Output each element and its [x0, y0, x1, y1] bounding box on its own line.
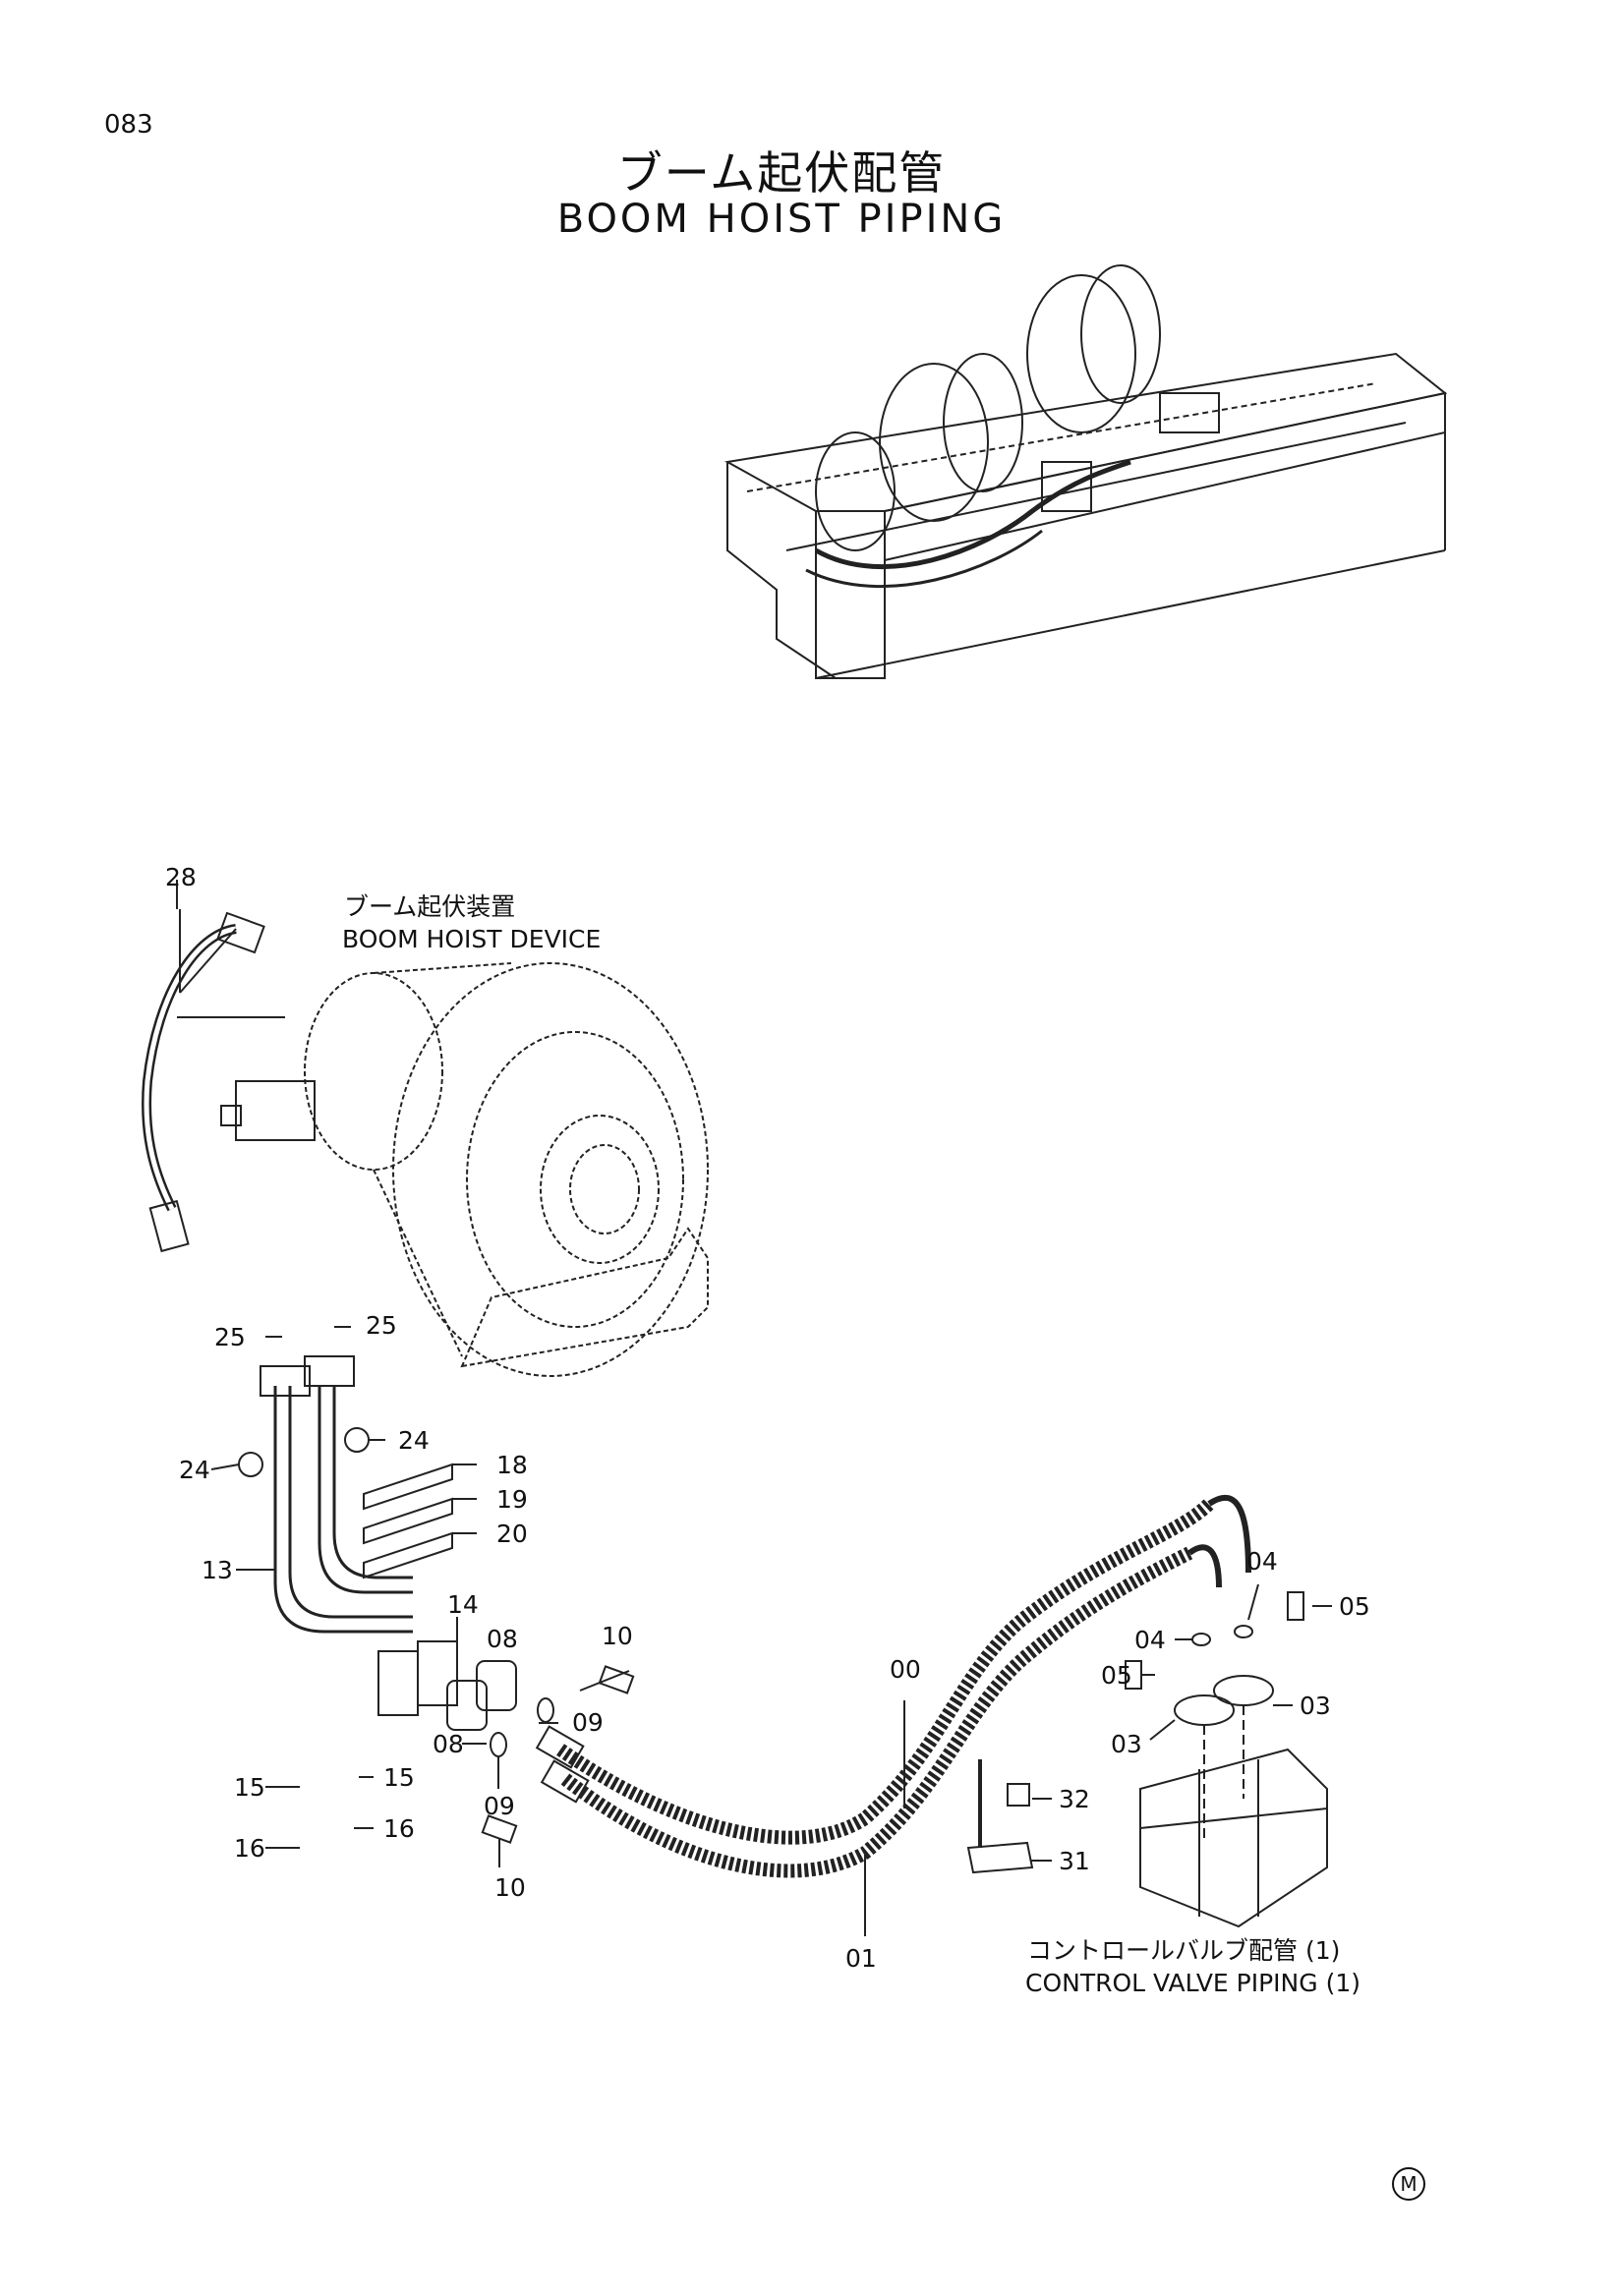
callout-15-left: 15 — [234, 1773, 265, 1802]
callout-15-right: 15 — [383, 1763, 415, 1792]
callout-10-top: 10 — [602, 1622, 633, 1650]
callout-03-left: 03 — [1111, 1730, 1142, 1758]
callout-00: 00 — [890, 1655, 921, 1684]
callout-32: 32 — [1059, 1785, 1090, 1813]
pipe-13-drawing — [260, 1355, 458, 1716]
callout-04-top: 04 — [1246, 1547, 1278, 1576]
callout-25-right: 25 — [366, 1311, 397, 1340]
callout-08-top: 08 — [487, 1625, 518, 1653]
device-label-japanese: ブーム起伏装置 — [344, 892, 516, 921]
device-label: BOOM HOIST DEVICE — [342, 925, 602, 953]
callout-31: 31 — [1059, 1847, 1090, 1875]
callout-05-left: 05 — [1101, 1661, 1132, 1690]
callout-05-right: 05 — [1339, 1592, 1370, 1621]
callout-18: 18 — [496, 1451, 528, 1479]
callout-24-left: 24 — [179, 1456, 210, 1484]
callout-01: 01 — [845, 1944, 877, 1973]
callout-25-left: 25 — [214, 1323, 246, 1351]
control-valve-drawing — [1139, 1748, 1328, 1928]
boom-hoist-device-drawing — [304, 962, 709, 1377]
callout-09-bottom: 09 — [484, 1792, 515, 1820]
valve-block-drawing — [220, 1080, 316, 1141]
callout-08-left: 08 — [433, 1730, 464, 1758]
callout-28: 28 — [165, 863, 197, 891]
hose-01 — [560, 1546, 1193, 1878]
callout-09-right: 09 — [572, 1708, 604, 1737]
hose-00 — [556, 1498, 1214, 1845]
callout-19: 19 — [496, 1485, 528, 1514]
callout-03-right: 03 — [1300, 1692, 1331, 1720]
callout-24-right: 24 — [398, 1426, 430, 1455]
hose-28 — [142, 924, 237, 1212]
callout-10-bottom: 10 — [494, 1873, 526, 1902]
callout-13: 13 — [202, 1556, 233, 1584]
callout-04-left: 04 — [1134, 1626, 1166, 1654]
page-title: BOOM HOIST PIPING — [556, 197, 1007, 242]
overview-illustration — [723, 264, 1448, 679]
callout-20: 20 — [496, 1520, 528, 1548]
page-number: 083 — [104, 110, 153, 140]
control-valve-label: CONTROL VALVE PIPING (1) — [1025, 1969, 1360, 1997]
callout-16-left: 16 — [234, 1834, 265, 1863]
manufacturer-mark: M — [1392, 2167, 1425, 2201]
callout-14: 14 — [447, 1590, 479, 1619]
control-valve-label-japanese: コントロールバルブ配管 (1) — [1027, 1936, 1341, 1965]
callout-16-right: 16 — [383, 1814, 415, 1843]
page-title-japanese: ブーム起伏配管 — [616, 146, 947, 200]
